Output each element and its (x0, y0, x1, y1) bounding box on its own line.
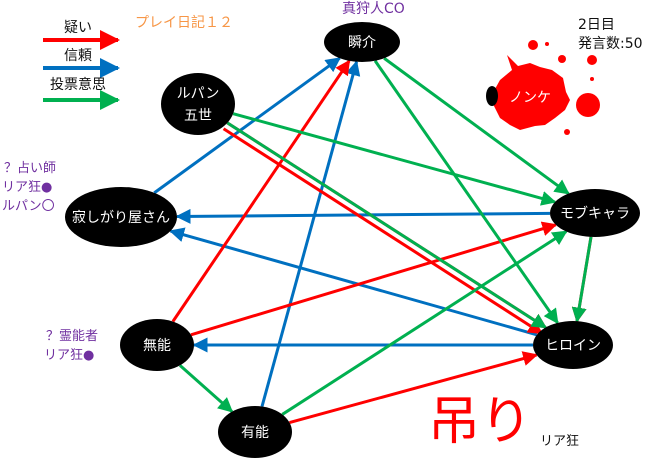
edge-doubt-yuno-to-heroine (289, 351, 539, 425)
edge-vote-lupin-to-mob (232, 112, 557, 206)
node-label-lupin: 五世 (184, 108, 212, 124)
edge-vote-yuno-to-mob (281, 230, 568, 416)
node-label-shunsuke: 瞬介 (348, 35, 376, 51)
node-shunsuke: 瞬介 (324, 22, 400, 62)
edge-vote-shunsuke-to-heroine (373, 59, 559, 325)
legend-trust-label: 信頼 (64, 48, 92, 64)
page-title: プレイ日記１２ (135, 15, 233, 31)
edge-vote-mob-to-heroine (571, 236, 593, 323)
edge-vote-lupin-to-heroine (226, 121, 547, 329)
node-label-lupin: ルパン (177, 86, 220, 102)
post-count: 発言数:50 (578, 36, 643, 52)
legend-arrows (43, 30, 120, 110)
shunsuke-note: 真狩人CO (342, 1, 405, 17)
blood-splatter-icon (490, 55, 570, 130)
node-heroine: ヒロイン (533, 321, 613, 369)
edge-trust-sabishi-to-shunsuke (153, 56, 341, 195)
sabishi-note-3: ルパン〇 (2, 199, 55, 214)
node-label-muno: 無能 (143, 338, 171, 354)
muno-note-2: リア狂● (44, 348, 95, 363)
node-label-sabishi: 寂しがり屋さん (72, 210, 170, 226)
node-yuno: 有能 (218, 406, 292, 458)
muno-note-1: ？霊能者 (46, 329, 99, 344)
node-heroine-ellipse (533, 321, 613, 369)
node-yuno-ellipse (218, 406, 292, 458)
edge-trust-heroine-to-sabishi (169, 227, 538, 337)
edge-trust-yuno-to-shunsuke (260, 60, 361, 407)
node-shunsuke-ellipse (324, 22, 400, 62)
day-label: 2日目 (578, 17, 615, 33)
edge-vote-shunsuke-to-mob (383, 57, 570, 195)
hanged-role: リア狂 (540, 434, 580, 449)
node-lupin-ellipse (161, 73, 235, 135)
node-label-nonke: ノンケ (509, 90, 551, 106)
legend-doubt-label: 疑い (64, 20, 92, 36)
node-muno-ellipse (120, 319, 194, 371)
node-label-mob: モブキャラ (560, 205, 630, 222)
edge-doubt-lupin-to-heroine (222, 127, 544, 335)
node-muno: 無能 (120, 319, 194, 371)
sabishi-note-2: リア狂● (2, 180, 53, 195)
edge-doubt-muno-to-mob (190, 221, 558, 337)
sabishi-note-1: ？占い師 (4, 161, 57, 176)
edges (153, 56, 593, 425)
edge-doubt-muno-to-shunsuke (171, 59, 351, 323)
edge-vote-muno-to-yuno (178, 364, 234, 413)
node-mob-ellipse (550, 189, 640, 237)
node-sabishi-ellipse (65, 187, 177, 247)
node-nonke-dead: ノンケ (486, 40, 600, 135)
node-mob: モブキャラ (550, 189, 640, 237)
node-label-heroine: ヒロイン (545, 338, 601, 354)
hanged-label: 吊り (428, 392, 533, 452)
node-sabishi: 寂しがり屋さん (65, 187, 177, 247)
edge-trust-mob-to-sabishi (175, 208, 551, 224)
legend-vote-label: 投票意思 (50, 77, 106, 93)
node-label-yuno: 有能 (241, 425, 269, 441)
